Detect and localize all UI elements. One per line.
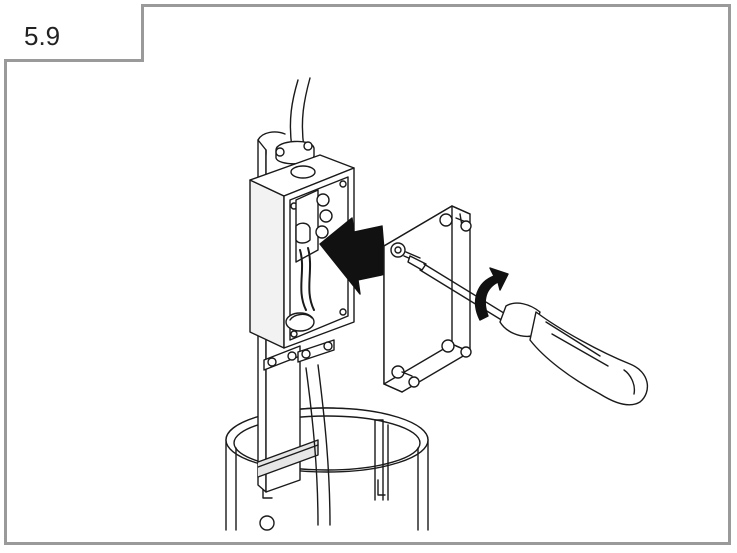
cable-clamp-upper-icon — [275, 140, 315, 165]
step-number: 5.9 — [24, 21, 61, 51]
step-label-box: 5.9 — [4, 4, 144, 62]
terminal-block-icon — [295, 189, 333, 311]
rotation-arrow-icon — [475, 267, 509, 321]
cover-screw-icon — [401, 213, 472, 388]
screwdriver-icon — [407, 255, 649, 406]
cable-clamp-lower-icon — [263, 339, 335, 371]
cover-plate-icon — [383, 205, 471, 393]
junction-box-icon — [249, 154, 355, 349]
cable-lower-icon — [305, 364, 331, 526]
mounting-post-icon — [225, 407, 429, 531]
cable-upper-icon — [289, 77, 311, 149]
